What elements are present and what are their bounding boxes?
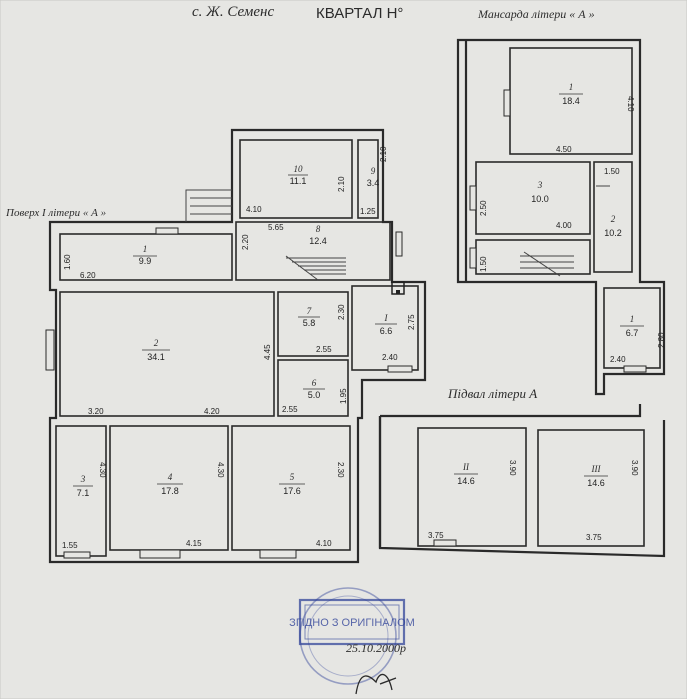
- room-number: 6: [312, 378, 317, 388]
- room-number: 9: [371, 166, 376, 176]
- room-area: 14.6: [587, 478, 605, 488]
- dimension-label: 2.10: [337, 176, 346, 192]
- room-number: 3: [537, 180, 543, 190]
- dimension-label: 3.75: [586, 533, 602, 542]
- dimension-label: 2.20: [241, 234, 250, 250]
- room-area: 18.4: [562, 96, 580, 106]
- floor-caption: Поверх I літери « А »: [5, 207, 106, 219]
- room-area: 5.0: [308, 390, 321, 400]
- room-number: 1: [569, 82, 574, 92]
- floor-windows: [45, 227, 413, 559]
- dimension-label: 4.50: [556, 145, 572, 154]
- dimension-label: 2.10: [379, 146, 388, 162]
- room-number: II: [462, 462, 470, 472]
- signature-scribble: [355, 673, 397, 695]
- room-area: 7.1: [77, 488, 90, 498]
- room-number: 4: [168, 472, 173, 482]
- room-number: 1: [630, 314, 635, 324]
- dimension-label: 4.20: [204, 407, 220, 416]
- location-caption: с. Ж. Семенс: [192, 4, 274, 20]
- room-number: III: [591, 464, 602, 474]
- dimension-label: 4.10: [246, 205, 262, 214]
- dimension-label: 2.75: [407, 314, 416, 330]
- room-area: 12.4: [309, 236, 327, 246]
- room-area: 6.7: [626, 328, 639, 338]
- floor-stairs: [285, 255, 346, 281]
- stamp-date: 25.10.2000р: [346, 641, 406, 655]
- dimension-label: 1.55: [62, 541, 78, 550]
- room-number: 2: [611, 214, 616, 224]
- dimension-label: 4.00: [556, 221, 572, 230]
- room-area: 10.0: [531, 194, 549, 204]
- stamp-text: ЗГІДНО З ОРИГІНАЛОМ: [289, 617, 415, 629]
- dimension-label: 3.20: [88, 407, 104, 416]
- room-area: 34.1: [147, 352, 165, 362]
- attic-caption: Мансарда літери « А »: [477, 7, 595, 21]
- block-caption: КВАРТАЛ Н°: [316, 5, 403, 22]
- room-area: 3.4: [367, 178, 380, 188]
- ground-floor-plan: 10 11.1 9 3.4 8 12.4 1 9.9 2 34.1 7 5.8 …: [45, 128, 427, 564]
- room-area: 11.1: [290, 176, 307, 186]
- dimension-label: 3.90: [630, 460, 639, 476]
- room-area: 14.6: [457, 476, 475, 486]
- dimension-label: 1.95: [339, 388, 348, 404]
- attic-windows: [469, 89, 647, 373]
- dimension-label: 2.40: [382, 353, 398, 362]
- dimension-label: 2.50: [479, 200, 488, 216]
- room-area: 5.8: [303, 318, 316, 328]
- room-number: 2: [154, 338, 159, 348]
- attic-plan: 1 18.4 3 10.0 2 10.2 1 6.7 4.10 4.50 1.5…: [456, 38, 666, 396]
- dimension-label: 2.55: [282, 405, 298, 414]
- dimension-label: 4.30: [216, 462, 225, 478]
- dimension-label: 3.75: [428, 531, 444, 540]
- dimension-label: 1.50: [604, 167, 620, 176]
- dimension-label: 1.50: [479, 256, 488, 272]
- dimension-label: 4.15: [186, 539, 202, 548]
- room-number: 5: [290, 472, 295, 482]
- basement-plan: II 14.6 III 14.6 3.90 3.90 3.75 3.75: [378, 404, 666, 558]
- room-number: 1: [143, 244, 148, 254]
- room-area: 9.9: [139, 256, 152, 266]
- room-area: 17.6: [283, 486, 301, 496]
- dimension-label: 2.30: [337, 304, 346, 320]
- room-number: 8: [316, 224, 321, 234]
- room-area: 6.6: [380, 326, 393, 336]
- room-area: 17.8: [161, 486, 179, 496]
- room-number: 7: [307, 306, 312, 316]
- attic-stairs: [520, 251, 574, 277]
- dimension-label: 2.40: [610, 355, 626, 364]
- dimension-label: 1.60: [63, 254, 72, 270]
- certification-stamp: ЗГІДНО З ОРИГІНАЛОМ: [289, 587, 415, 685]
- dimension-label: 4.30: [98, 462, 107, 478]
- dimension-label: 2.80: [657, 332, 666, 348]
- room-area: 10.2: [604, 228, 622, 238]
- dimension-label: 4.10: [316, 539, 332, 548]
- dimension-label: 2.55: [316, 345, 332, 354]
- room-number: 10: [294, 164, 304, 174]
- dimension-label: 6.20: [80, 271, 96, 280]
- room-number: 3: [80, 474, 86, 484]
- basement-caption: Підвал літери А: [447, 386, 537, 401]
- dimension-label: 1.25: [360, 207, 376, 216]
- room-number: I: [384, 313, 389, 323]
- dimension-label: 4.45: [263, 344, 272, 360]
- dimension-label: 3.90: [508, 460, 517, 476]
- dimension-label: 4.10: [626, 96, 635, 112]
- dimension-label: 2.30: [336, 462, 345, 478]
- dimension-label: 5.65: [268, 223, 284, 232]
